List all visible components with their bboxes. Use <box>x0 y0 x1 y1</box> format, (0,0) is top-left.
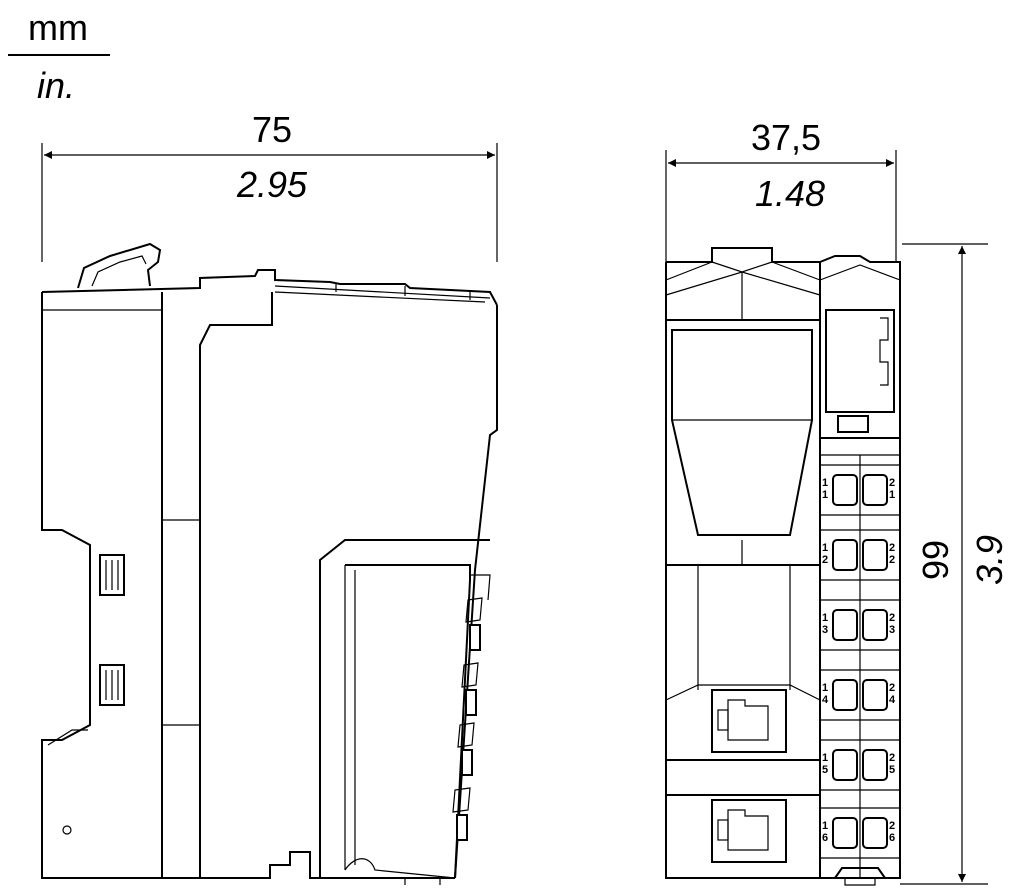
svg-text:2: 2 <box>889 752 895 764</box>
terminal-row-1: 11 21 <box>820 464 900 516</box>
svg-text:3: 3 <box>822 624 828 636</box>
svg-text:1: 1 <box>889 489 895 501</box>
svg-text:5: 5 <box>822 764 828 776</box>
front-width-mm: 37,5 <box>751 117 821 158</box>
screw-hole <box>62 825 72 835</box>
svg-text:2: 2 <box>889 612 895 624</box>
unit-mm: mm <box>28 7 88 48</box>
svg-text:6: 6 <box>889 832 895 844</box>
side-module-body <box>41 242 498 885</box>
svg-text:4: 4 <box>822 694 829 706</box>
svg-text:2: 2 <box>822 554 828 566</box>
rj45-port-upper <box>711 689 787 753</box>
terminal-row-4: 14 24 <box>820 669 900 721</box>
terminal-row-5: 15 25 <box>820 739 900 791</box>
front-height-in: 3.9 <box>969 535 1010 585</box>
svg-text:1: 1 <box>822 612 828 624</box>
svg-text:2: 2 <box>889 820 895 832</box>
label-window <box>671 329 813 536</box>
side-width-in: 2.95 <box>236 164 308 205</box>
front-height-mm: 99 <box>915 540 956 580</box>
svg-text:4: 4 <box>889 694 896 706</box>
rj45-port-lower <box>711 799 787 863</box>
svg-text:1: 1 <box>822 477 828 489</box>
release-levers <box>452 597 483 841</box>
front-view: 37,5 1.48 99 3.9 <box>665 117 1010 886</box>
terminal-row-6: 16 26 <box>820 807 900 859</box>
front-module-body: 11 21 12 22 13 23 <box>665 247 901 886</box>
svg-text:1: 1 <box>822 542 828 554</box>
side-view: 75 2.95 <box>41 109 498 885</box>
svg-text:2: 2 <box>889 682 895 694</box>
unit-inch: in. <box>37 65 75 106</box>
status-led-panel <box>825 309 895 413</box>
svg-text:1: 1 <box>822 682 828 694</box>
side-width-mm: 75 <box>252 109 292 150</box>
led-indicator <box>837 415 869 433</box>
svg-text:2: 2 <box>889 554 895 566</box>
terminal-row-3: 13 23 <box>820 599 900 651</box>
svg-text:2: 2 <box>889 477 895 489</box>
svg-text:1: 1 <box>822 489 828 501</box>
svg-text:6: 6 <box>822 832 828 844</box>
units-legend: mm in. <box>8 7 110 106</box>
top-latch <box>77 242 162 289</box>
svg-text:1: 1 <box>822 752 828 764</box>
svg-text:2: 2 <box>889 542 895 554</box>
svg-text:3: 3 <box>889 624 895 636</box>
terminal-rows: 11 21 12 22 13 23 <box>820 464 900 859</box>
svg-text:5: 5 <box>889 764 895 776</box>
terminal-row-2: 12 22 <box>820 529 900 581</box>
front-width-in: 1.48 <box>755 173 825 214</box>
svg-text:1: 1 <box>822 820 828 832</box>
